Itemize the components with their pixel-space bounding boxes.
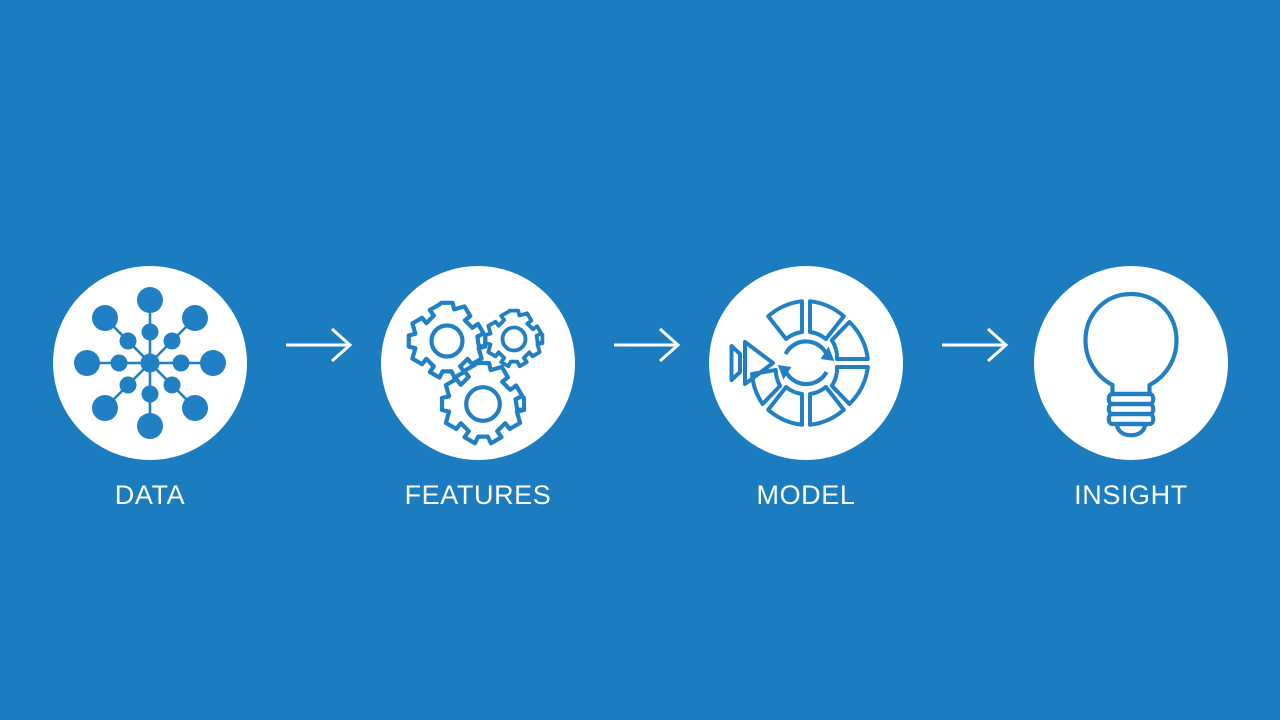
arrow-right-icon	[286, 327, 353, 363]
flow-step-insight-label: INSIGHT	[1074, 480, 1188, 510]
flow-step-model[interactable]: MODEL	[686, 266, 926, 509]
flow-step-features-label: FEATURES	[404, 480, 552, 510]
flow-step-model-disc[interactable]	[709, 266, 903, 460]
flow-step-features[interactable]: FEATURES	[358, 266, 598, 509]
flow-step-insight-disc[interactable]	[1034, 266, 1228, 460]
flow-step-data-disc[interactable]	[53, 266, 247, 460]
flow-step-insight[interactable]: INSIGHT	[1011, 266, 1251, 509]
gear-small-upper-right	[483, 308, 545, 369]
flow-step-model-label: MODEL	[756, 480, 856, 510]
lightbulb-icon	[1083, 291, 1179, 438]
arrow-right-icon	[942, 327, 1009, 363]
flow-step-data[interactable]: DATA	[30, 266, 270, 509]
connector-arrow-data-to-features	[282, 323, 358, 367]
refresh-cycle-icon	[783, 339, 829, 387]
flow-step-data-label: DATA	[114, 480, 186, 510]
network-hub-icon	[74, 287, 226, 439]
gears-icon	[406, 300, 545, 446]
segmented-wheel	[750, 299, 870, 427]
gear-large-upper-left	[406, 300, 488, 380]
connector-arrow-features-to-model	[610, 323, 686, 367]
connector-arrow-model-to-insight	[938, 323, 1014, 367]
flow-step-features-disc[interactable]	[381, 266, 575, 460]
play-forward-icon	[729, 340, 775, 386]
arrow-right-icon	[614, 327, 681, 363]
gear-large-lower-center	[439, 360, 527, 446]
model-pipeline-icon	[729, 299, 870, 427]
